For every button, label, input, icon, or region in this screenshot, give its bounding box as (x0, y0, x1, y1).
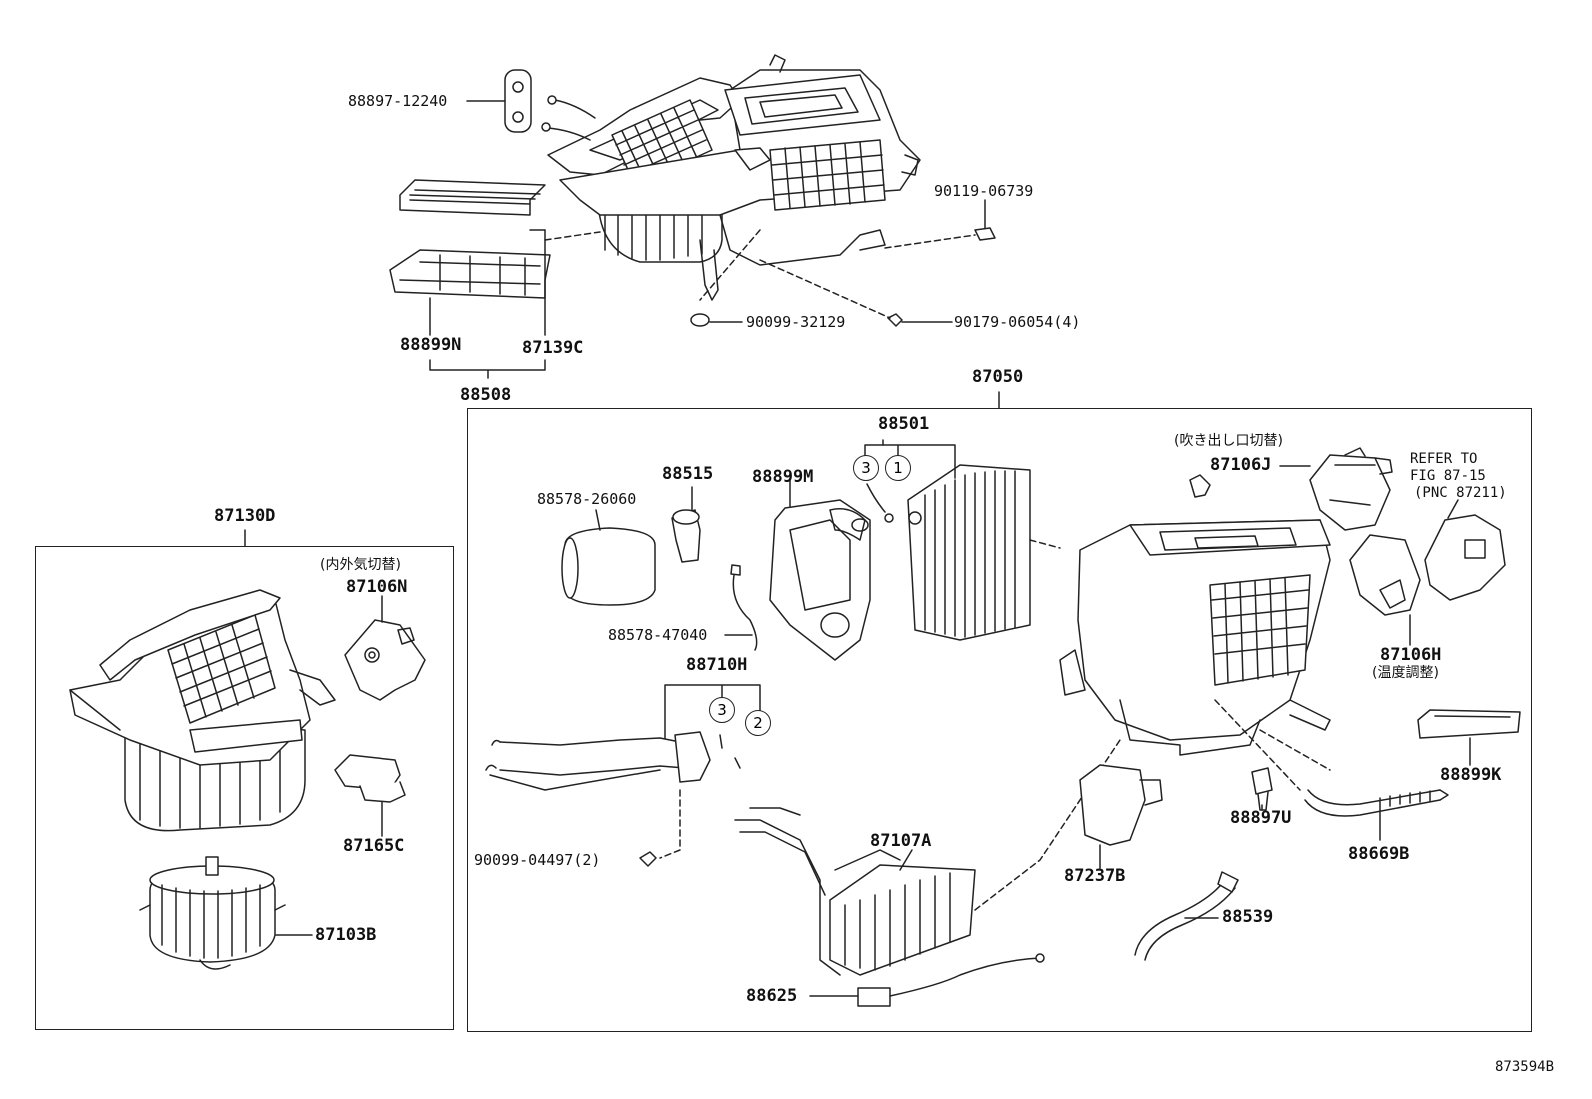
label-87106h: 87106H (1380, 645, 1442, 665)
label-87050: 87050 (972, 367, 1024, 387)
box-87050-frame (467, 408, 1532, 1032)
box-87050 (998, 391, 1000, 409)
label-88899k: 88899K (1440, 765, 1502, 785)
label-jp-outlet-switch: (吹き出し口切替) (1174, 433, 1283, 449)
label-88897-12240: 88897-12240 (348, 92, 448, 110)
part-88710h-pipes (485, 684, 761, 867)
label-88515: 88515 (662, 464, 714, 484)
part-88899k-seal (1417, 709, 1521, 766)
label-refer-to: REFER TO (1410, 451, 1478, 467)
label-88625: 88625 (746, 986, 798, 1006)
part-87106h-servo (1349, 534, 1421, 646)
label-87237b: 87237B (1064, 866, 1126, 886)
part-87106n-servo (344, 595, 426, 701)
box-87130d-frame (35, 546, 454, 1030)
label-88539: 88539 (1222, 907, 1274, 927)
label-88899n: 88899N (400, 335, 462, 355)
part-87107a-heater-core (734, 739, 1121, 976)
label-jp-intake-switch: (内外気切替) (320, 557, 401, 573)
top-hvac-assembly (541, 54, 921, 301)
label-87103b: 87103B (315, 925, 377, 945)
callout-circle-3: 3 (709, 697, 735, 723)
right-hvac-case (1059, 474, 1331, 791)
label-87107a: 87107A (870, 831, 932, 851)
part-87237b-duct (1079, 764, 1163, 869)
part-87103b-blower-motor (139, 856, 313, 970)
label-88897u: 88897U (1230, 808, 1292, 828)
label-refer-pnc: (PNC 87211) (1414, 485, 1507, 501)
label-88710h: 88710H (686, 655, 748, 675)
part-88501-evaporator (864, 439, 1061, 641)
part-88899m-cover (769, 477, 871, 661)
blower-unit-assembly (69, 589, 336, 832)
label-87165c: 87165C (343, 836, 405, 856)
callout-circle-2: 2 (745, 710, 771, 736)
label-87139c: 87139C (522, 338, 584, 358)
part-fasteners-top (690, 199, 996, 327)
label-90119-06739: 90119-06739 (934, 182, 1034, 200)
part-87165c-resistor (334, 754, 406, 837)
part-87106j-servo (1279, 447, 1393, 531)
label-88899m: 88899M (752, 467, 814, 487)
part-87211-ref-servo (1424, 499, 1506, 601)
part-88899n-87139c-filters (389, 179, 601, 379)
label-jp-temp-adjust: (温度調整) (1372, 665, 1439, 681)
label-87130d: 87130D (214, 506, 276, 526)
label-90179-06054: 90179-06054(4) (954, 313, 1081, 331)
callout-circle-1: 1 (885, 455, 911, 481)
label-87106n: 87106N (346, 577, 408, 597)
label-88508: 88508 (460, 385, 512, 405)
part-88539-drain-hose (1134, 871, 1239, 961)
label-90099-04497: 90099-04497(2) (474, 851, 601, 869)
part-88897u-clamp (1251, 767, 1273, 811)
part-88515-sensor (671, 486, 701, 563)
label-88578-47040: 88578-47040 (608, 626, 708, 644)
part-88578-47040-wire (724, 564, 758, 651)
figure-id: 873594B (1495, 1059, 1555, 1075)
label-88501: 88501 (878, 414, 930, 434)
part-88669b-hose (1304, 789, 1449, 841)
label-87106j: 87106J (1210, 455, 1272, 475)
part-88578-26060-sleeve (561, 509, 656, 606)
label-90099-32129: 90099-32129 (746, 313, 846, 331)
label-88578-26060: 88578-26060 (537, 490, 637, 508)
part-88897-12240-gasket (466, 69, 532, 133)
part-88625-sensor-wire (809, 953, 1045, 1007)
label-88669b: 88669B (1348, 844, 1410, 864)
callout-circle-3: 3 (853, 455, 879, 481)
label-refer-fig: FIG 87-15 (1410, 468, 1486, 484)
